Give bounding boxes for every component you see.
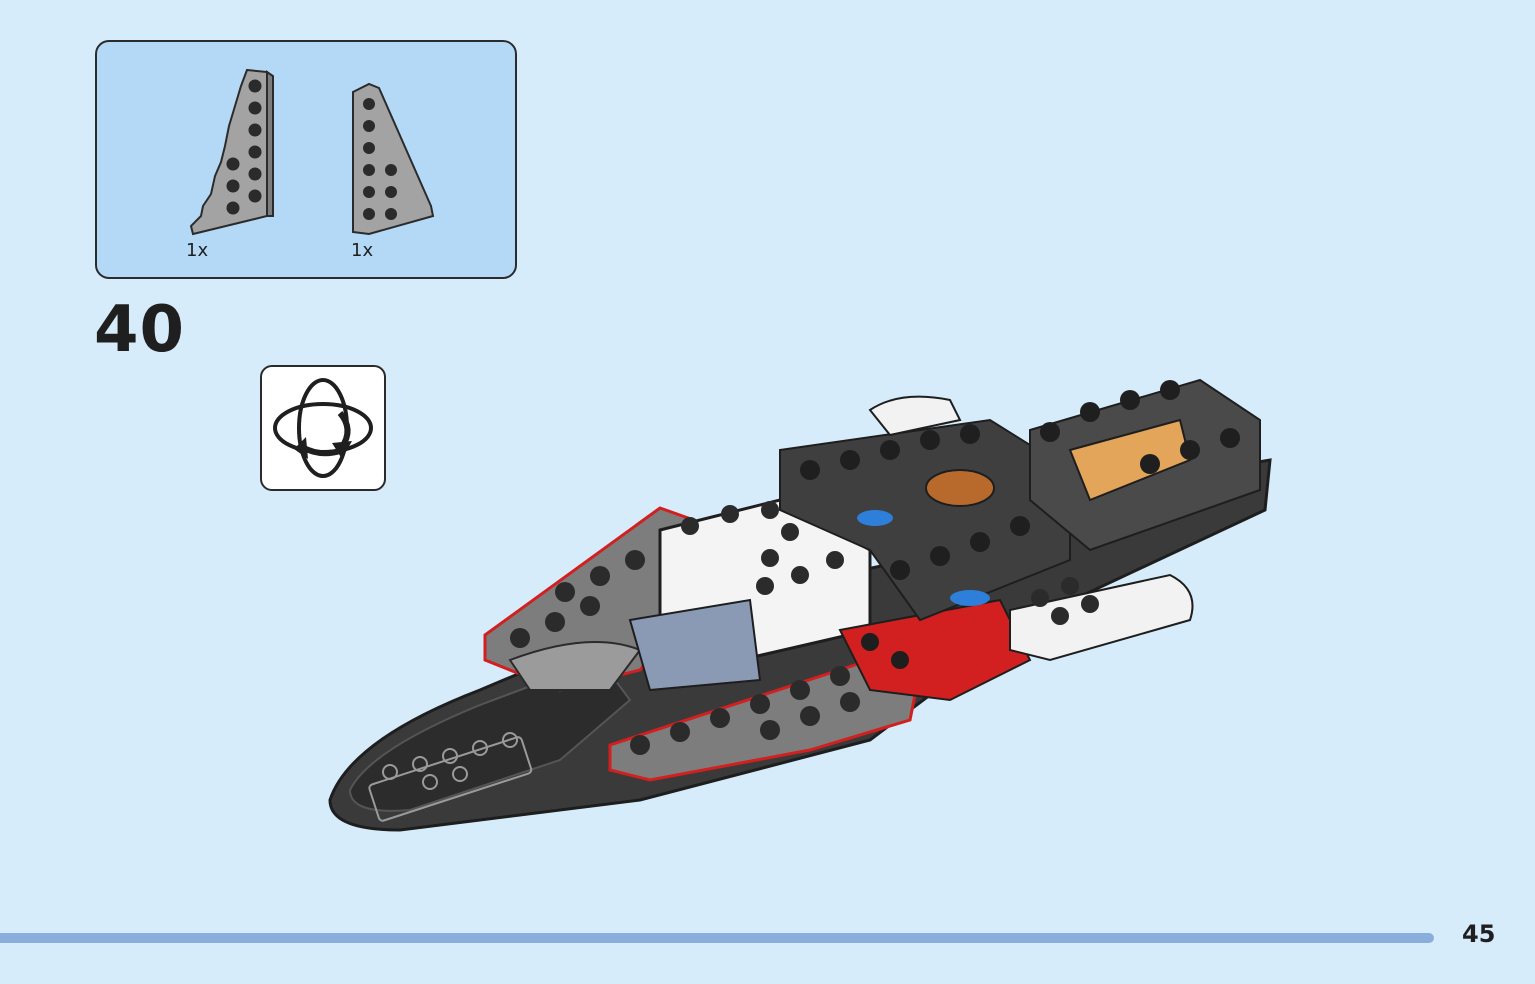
- wedge-plate-right-icon: [352, 82, 435, 236]
- step-number: 40: [94, 293, 186, 367]
- rotate-model-box: [260, 365, 386, 491]
- rotate-model-icon: [273, 378, 373, 478]
- part-quantity-left: 1x: [186, 240, 209, 261]
- part-quantity-right: 1x: [351, 240, 374, 261]
- parts-callout: 1x 1x: [95, 40, 517, 279]
- footer-progress-bar: [0, 933, 1434, 943]
- wedge-plate-left-icon: [189, 68, 274, 236]
- model-illustration: [328, 378, 1272, 832]
- page-number: 45: [1462, 920, 1496, 948]
